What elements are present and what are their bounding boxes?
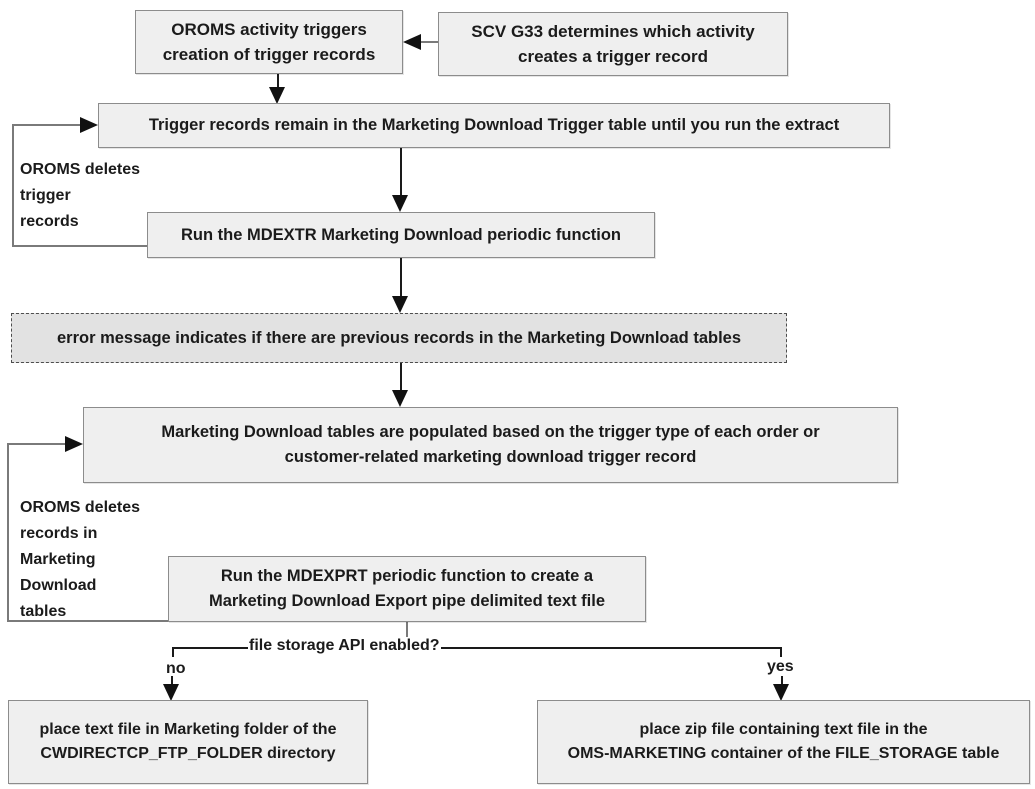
connector-mdextr-to-error-line [400,258,402,297]
box-tables-populated: Marketing Download tables are populated … [83,407,898,483]
box-run-mdexprt: Run the MDEXPRT periodic function to cre… [168,556,646,622]
loop2-top-line [7,443,65,445]
loop2-bottom-line [7,620,168,622]
arrowhead-down-icon [392,390,408,407]
arrowhead-right-icon [80,117,98,133]
decision-right-tick [780,647,782,657]
box-place-zip-file: place zip file containing text file in t… [537,700,1030,784]
arrowhead-down-icon [392,296,408,313]
connector-scv-to-oroms-line [420,41,438,43]
arrowhead-right-icon [65,436,83,452]
box-trigger-records-remain: Trigger records remain in the Marketing … [98,103,890,148]
box-run-mdextr: Run the MDEXTR Marketing Download period… [147,212,655,258]
connector-oroms-to-trigger-line [277,74,279,88]
arrowhead-left-icon [403,34,421,50]
decision-left-tick [172,647,174,657]
arrowhead-down-icon [163,684,179,701]
label-no: no [166,660,186,677]
label-oroms-deletes-triggers: OROMS deletes trigger records [20,161,141,230]
box-place-text-file: place text file in Marketing folder of t… [8,700,368,784]
connector-mdexprt-to-decision-line [406,622,408,648]
label-oroms-deletes-md-records: OROMS deletes records in Marketing Downl… [20,499,141,620]
decision-line [172,647,782,649]
arrowhead-down-icon [392,195,408,212]
box-oroms-activity: OROMS activity triggers creation of trig… [135,10,403,74]
loop1-bottom-line [12,245,148,247]
connector-error-to-populated-line [400,362,402,391]
arrowhead-down-icon [773,684,789,701]
loop1-top-line [12,124,80,126]
loop1-vertical-line [12,124,14,247]
loop2-vertical-line [7,443,9,622]
connector-trigger-to-mdextr-line [400,148,402,196]
no-branch-stem [171,676,173,686]
label-decision: file storage API enabled? [248,637,441,655]
yes-branch-stem [781,676,783,686]
box-error-message: error message indicates if there are pre… [11,313,787,363]
arrowhead-down-icon [269,87,285,104]
label-yes: yes [767,658,794,675]
box-scv-g33: SCV G33 determines which activity create… [438,12,788,76]
